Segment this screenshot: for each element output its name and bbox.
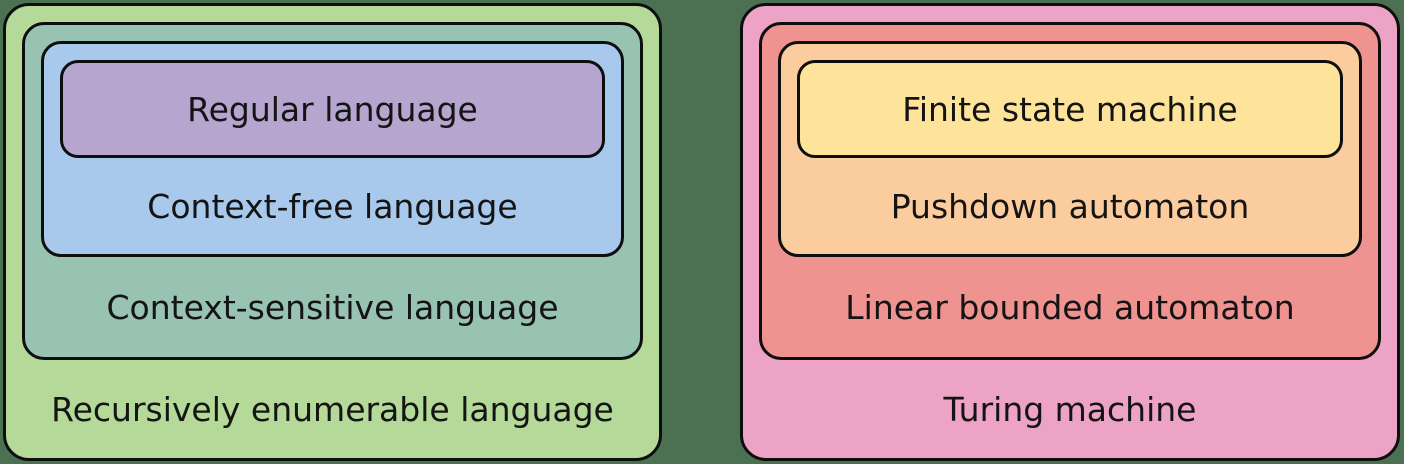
regular-language-box: Regular language (60, 60, 605, 158)
pushdown-automaton-label: Pushdown automaton (890, 186, 1250, 226)
turing-machine-label: Turing machine (943, 389, 1197, 429)
finite-state-machine-box: Finite state machine (797, 60, 1343, 158)
turing-machine-box: Finite state machine Pushdown automaton … (740, 3, 1400, 461)
recursively-enumerable-language-box: Regular language Context-free language C… (3, 3, 662, 461)
linear-bounded-automaton-label: Linear bounded automaton (845, 287, 1295, 327)
linear-bounded-automaton-box: Finite state machine Pushdown automaton … (759, 22, 1381, 360)
recursively-enumerable-language-label-row: Recursively enumerable language (22, 360, 643, 458)
pushdown-automaton-box: Finite state machine Pushdown automaton (778, 41, 1362, 257)
linear-bounded-automaton-label-row: Linear bounded automaton (778, 257, 1362, 357)
finite-state-machine-label: Finite state machine (902, 89, 1238, 129)
turing-machine-label-row: Turing machine (759, 360, 1381, 458)
regular-language-label: Regular language (187, 89, 478, 129)
context-free-language-box: Regular language Context-free language (41, 41, 624, 257)
context-free-language-label: Context-free language (147, 186, 518, 226)
context-sensitive-language-label-row: Context-sensitive language (41, 257, 624, 357)
context-sensitive-language-label: Context-sensitive language (106, 287, 559, 327)
pushdown-automaton-label-row: Pushdown automaton (797, 158, 1343, 254)
context-sensitive-language-box: Regular language Context-free language C… (22, 22, 643, 360)
context-free-language-label-row: Context-free language (60, 158, 605, 254)
recursively-enumerable-language-label: Recursively enumerable language (51, 389, 614, 429)
